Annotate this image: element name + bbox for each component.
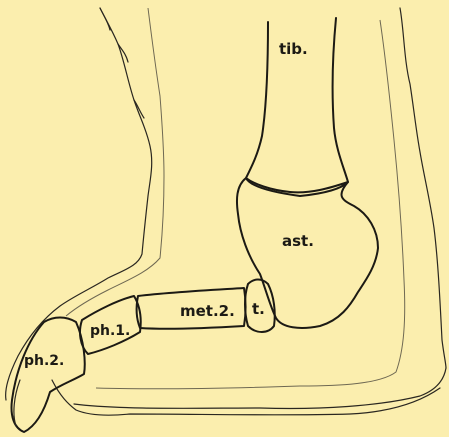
heel-outline: [400, 8, 446, 368]
label-tarsal: t.: [252, 302, 265, 317]
label-phalanx1: ph.1.: [90, 324, 130, 338]
label-metatarsal: met.2.: [180, 304, 235, 319]
phalanx2-bone: [12, 318, 85, 433]
label-tibia: tib.: [279, 42, 308, 57]
label-phalanx2: ph.2.: [24, 354, 64, 368]
label-astragalus: ast.: [282, 234, 314, 249]
outer-limb-outline: [6, 8, 446, 409]
sole-outline: [52, 380, 440, 415]
outer-front-wavy: [100, 8, 144, 118]
inner-skin-line: [66, 8, 164, 316]
inner-heel-line: [96, 20, 405, 389]
